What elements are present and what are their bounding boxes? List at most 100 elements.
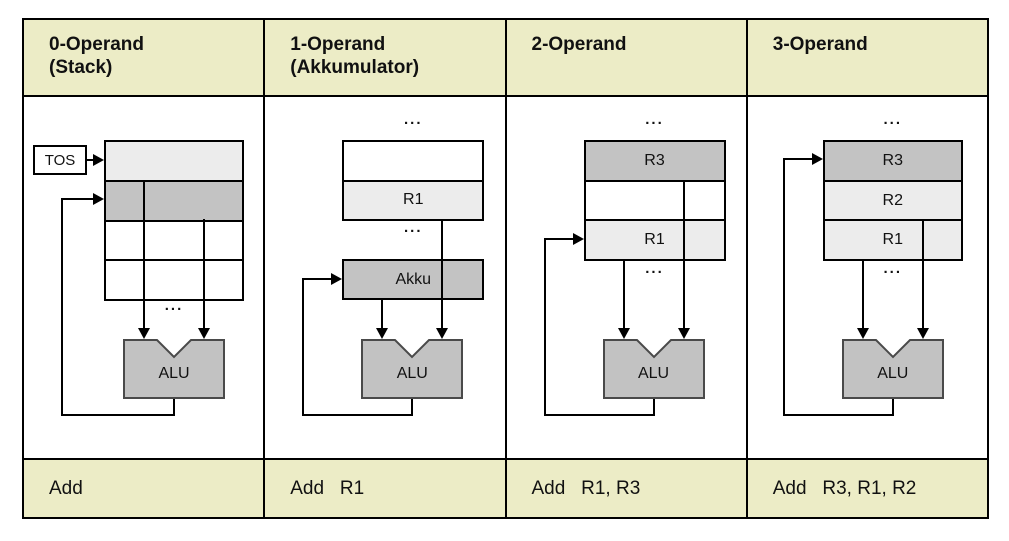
register-label: R1	[644, 231, 665, 249]
instruction-text: Add R1, R3	[531, 477, 641, 499]
header-title: 0-Operand	[49, 34, 145, 55]
alu-box: ALU	[123, 339, 225, 399]
instruction-cell: Add R1	[265, 458, 505, 517]
stack-cell	[106, 142, 242, 182]
register-file: R3 R1	[583, 140, 726, 261]
result-line	[302, 278, 332, 280]
alu-box: ALU	[361, 339, 464, 399]
alu-label: ALU	[637, 365, 670, 382]
instruction-text: Add R3, R1, R2	[772, 477, 917, 499]
result-line	[61, 198, 63, 416]
ellipsis: ...	[645, 260, 664, 277]
result-arrowhead	[331, 273, 343, 285]
register-label: R2	[882, 191, 903, 209]
operand-line	[203, 219, 205, 329]
instruction-cell: Add R3, R1, R2	[747, 458, 987, 517]
alu-label: ALU	[396, 365, 428, 382]
ellipsis: ...	[403, 111, 423, 128]
column-header: 1-Operand (Akkumulator)	[265, 20, 505, 97]
column-header: 3-Operand	[747, 20, 987, 97]
column-header: 0-Operand (Stack)	[24, 20, 264, 97]
result-line	[173, 399, 175, 416]
alu-box: ALU	[841, 339, 944, 399]
register-label: R1	[882, 231, 903, 249]
operand-line	[381, 300, 384, 329]
instruction-cell: Add	[24, 458, 264, 517]
result-line	[543, 414, 655, 416]
operand-arrowhead	[856, 328, 869, 339]
result-line	[302, 414, 414, 416]
operand-line	[441, 220, 444, 329]
header-title: 2-Operand	[531, 34, 627, 55]
header-title: 1-Operand	[290, 34, 386, 55]
result-line	[411, 399, 414, 416]
stack-cell	[106, 261, 242, 299]
operand-arrowhead	[916, 328, 929, 339]
header-subtitle: (Akkumulator)	[290, 57, 420, 78]
alu-shape	[123, 339, 225, 399]
tos-label: TOS	[44, 151, 76, 169]
stack-cell	[106, 181, 242, 222]
operand-line	[143, 180, 145, 329]
ellipsis: ...	[883, 111, 902, 128]
operand-line	[921, 219, 924, 329]
result-line	[61, 414, 175, 416]
result-line	[782, 158, 812, 160]
result-line	[543, 238, 546, 416]
register-label: R3	[882, 151, 903, 169]
register-cell: R2	[824, 181, 961, 222]
stack-diagram: TOS ...	[24, 97, 264, 458]
alu-label: ALU	[158, 365, 190, 382]
result-line	[782, 414, 894, 416]
operand-line	[622, 259, 625, 329]
alu-label: ALU	[877, 365, 909, 382]
instruction-text: Add	[49, 477, 83, 499]
column-3-operand: 3-Operand ... R3 R2 R1 ...	[747, 20, 987, 517]
instruction-cell: Add R1, R3	[506, 458, 746, 517]
operand-line	[682, 180, 685, 329]
register-cell: R1	[585, 221, 724, 260]
column-0-operand: 0-Operand (Stack) TOS	[24, 20, 266, 517]
akkumulator-diagram: ... R1 ... Akku	[265, 97, 505, 458]
akku-box: Akku	[342, 259, 485, 300]
result-arrowhead	[572, 233, 584, 245]
operand-arrowhead	[617, 328, 630, 339]
result-arrowhead	[93, 193, 104, 205]
register-file: R1	[342, 140, 485, 221]
operand-comparison-table: 0-Operand (Stack) TOS	[22, 18, 989, 519]
register-label: R1	[403, 191, 424, 209]
header-subtitle: (Stack)	[49, 57, 113, 78]
register-label: R3	[644, 151, 665, 169]
stack-box	[104, 140, 244, 301]
three-operand-diagram: ... R3 R2 R1 ...	[747, 97, 987, 458]
register-cell	[585, 181, 724, 222]
ellipsis: ...	[164, 297, 184, 314]
two-operand-diagram: ... R3 R1 ...	[506, 97, 746, 458]
ellipsis: ...	[645, 111, 664, 128]
tos-box: TOS	[33, 145, 87, 175]
result-line	[61, 198, 93, 200]
result-arrowhead	[811, 153, 823, 165]
operand-line	[861, 259, 864, 329]
operand-arrowhead	[376, 328, 389, 339]
register-file: R3 R2 R1	[822, 140, 963, 261]
instruction-text: Add R1	[290, 477, 365, 499]
register-cell: R3	[585, 142, 724, 182]
register-cell: R1	[344, 181, 483, 219]
operand-arrowhead	[198, 328, 210, 339]
column-1-operand: 1-Operand (Akkumulator) ... R1 ... Akku	[265, 20, 507, 517]
alu-shape	[361, 339, 464, 399]
alu-shape	[841, 339, 944, 399]
alu-box: ALU	[602, 339, 705, 399]
result-line	[543, 238, 573, 240]
register-cell: R3	[824, 142, 961, 182]
operand-arrowhead	[138, 328, 150, 339]
header-title: 3-Operand	[772, 34, 868, 55]
register-cell	[344, 142, 483, 182]
tos-arrowhead	[93, 154, 104, 166]
ellipsis: ...	[403, 219, 423, 236]
result-line	[891, 399, 894, 416]
register-cell: R1	[824, 221, 961, 260]
alu-shape	[602, 339, 705, 399]
tos-arrow-line	[86, 159, 94, 161]
